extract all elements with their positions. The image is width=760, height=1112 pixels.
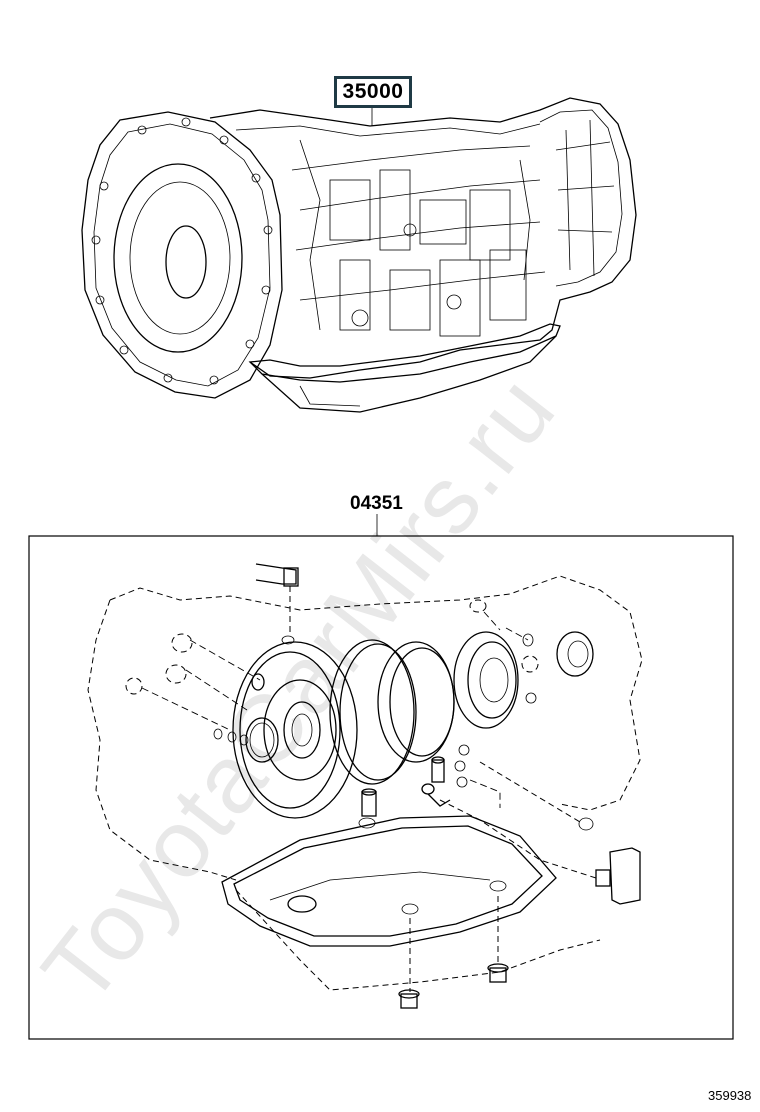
part-number-text: 35000 [342, 80, 404, 103]
diagram-number: 359938 [708, 1088, 752, 1103]
part-label-35000[interactable]: 35000 [334, 76, 412, 108]
part-label-04351[interactable]: 04351 [350, 493, 403, 514]
gasket-kit-frame [28, 535, 734, 1040]
